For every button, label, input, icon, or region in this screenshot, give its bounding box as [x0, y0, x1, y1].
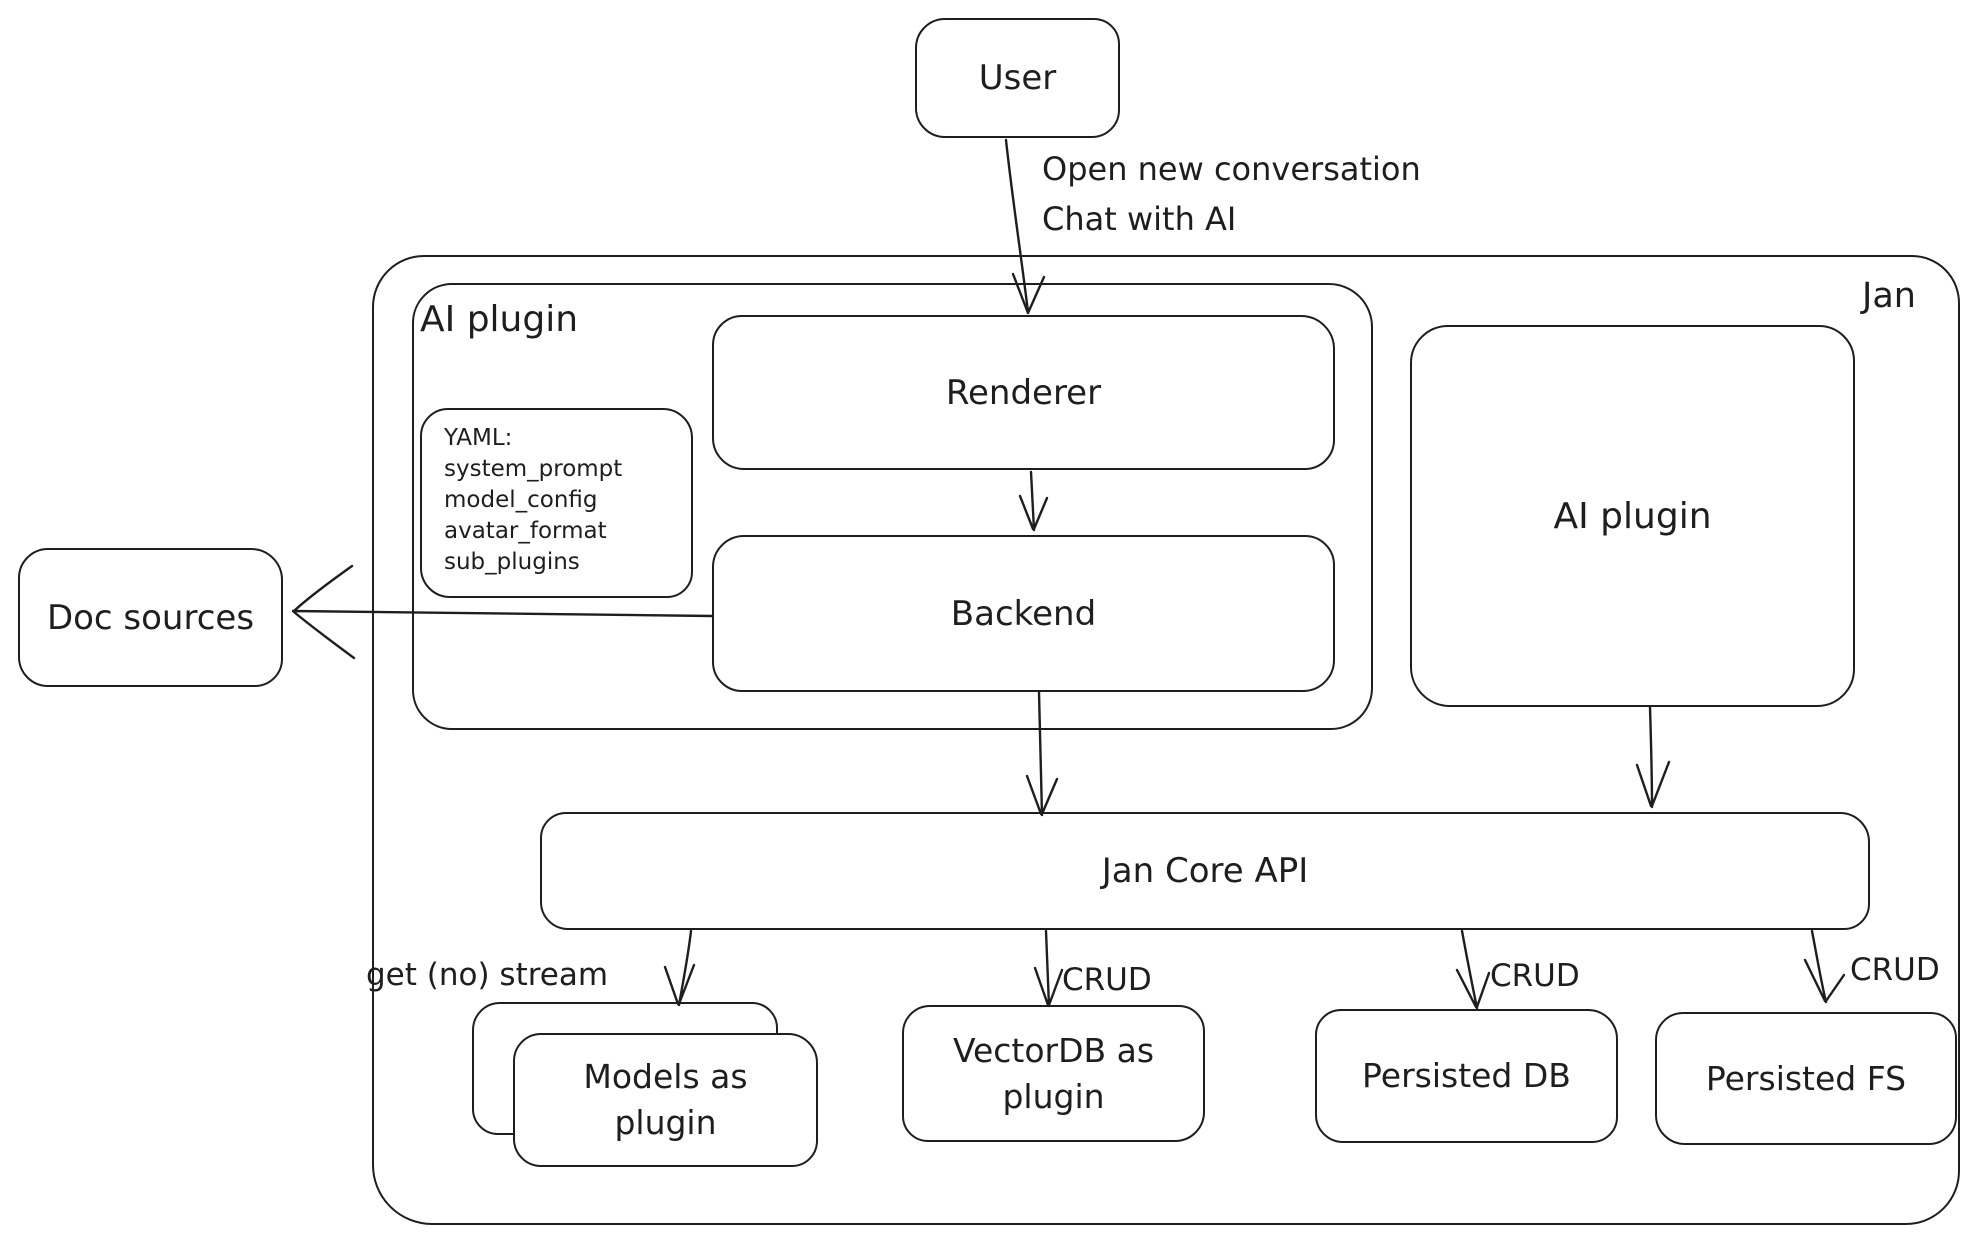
- models-as-plugin-node: Models as plugin: [513, 1033, 818, 1167]
- edge-label-get-no-stream: get (no) stream: [366, 957, 609, 993]
- edge-label-crud-vectordb: CRUD: [1062, 962, 1152, 998]
- user-node: User: [915, 18, 1120, 138]
- user-node-label: User: [978, 58, 1057, 98]
- jan-core-api-node-label: Jan Core API: [1101, 851, 1309, 891]
- persisted-db-node: Persisted DB: [1315, 1009, 1618, 1143]
- persisted-db-label: Persisted DB: [1362, 1056, 1571, 1096]
- vectordb-as-plugin-node: VectorDB as plugin: [902, 1005, 1205, 1142]
- jan-container-label: Jan: [1862, 276, 1916, 316]
- models-as-plugin-label: Models as plugin: [583, 1057, 748, 1142]
- yaml-line: sub_plugins: [444, 549, 580, 575]
- ai-plugin-container-box: [412, 283, 1373, 730]
- edge-label-crud-persisted-db: CRUD: [1490, 958, 1580, 994]
- edge-label-open-conversation: Open new conversation: [1042, 150, 1421, 188]
- persisted-fs-node: Persisted FS: [1655, 1012, 1957, 1145]
- renderer-node-label: Renderer: [945, 372, 1102, 413]
- ai-plugin-container-label: AI plugin: [420, 299, 579, 340]
- yaml-line: model_config: [444, 487, 598, 513]
- backend-node: Backend: [712, 535, 1335, 692]
- yaml-line: system_prompt: [444, 456, 623, 482]
- doc-sources-node: Doc sources: [18, 548, 283, 687]
- backend-node-label: Backend: [950, 593, 1097, 634]
- renderer-node: Renderer: [712, 315, 1335, 470]
- edge-label-chat-with-ai: Chat with AI: [1042, 200, 1237, 238]
- persisted-fs-label: Persisted FS: [1705, 1058, 1907, 1098]
- ai-plugin-node: AI plugin: [1410, 325, 1855, 707]
- yaml-note: YAML: system_prompt model_config avatar_…: [420, 408, 693, 598]
- ai-plugin-node-label: AI plugin: [1553, 495, 1712, 537]
- edge-label-crud-persisted-fs: CRUD: [1850, 952, 1940, 988]
- jan-container-box: [372, 255, 1960, 1225]
- doc-sources-node-label: Doc sources: [46, 597, 255, 638]
- yaml-line: YAML:: [444, 425, 513, 451]
- yaml-line: avatar_format: [444, 518, 607, 544]
- yaml-note-text: YAML: system_prompt model_config avatar_…: [444, 423, 622, 578]
- jan-core-api-node: Jan Core API: [540, 812, 1870, 930]
- vectordb-as-plugin-label: VectorDB as plugin: [952, 1030, 1155, 1116]
